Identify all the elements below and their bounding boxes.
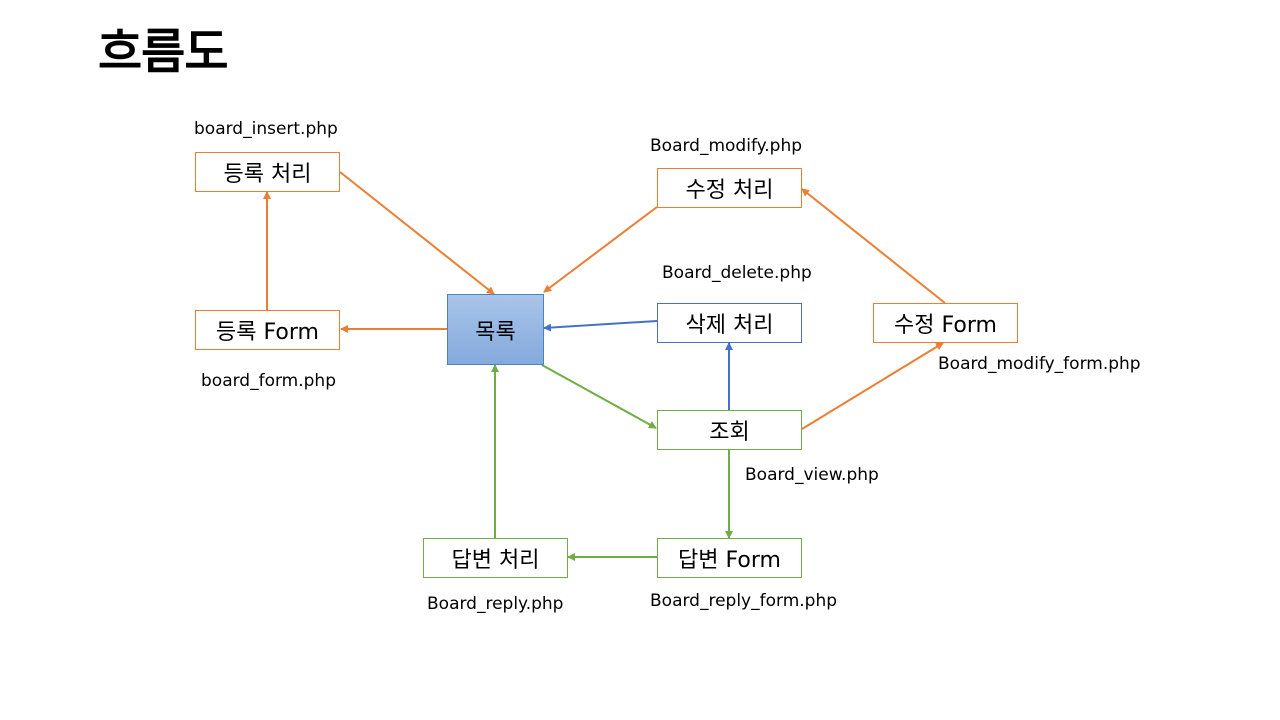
file-label-reply: Board_reply.php	[427, 594, 564, 614]
file-label-reply-form: Board_reply_form.php	[650, 591, 838, 611]
node-reply-form: 답변 Form	[657, 538, 802, 578]
node-modify-form: 수정 Form	[873, 303, 1018, 343]
arrow-view-to-modifyform	[801, 342, 944, 430]
node-delete: 삭제 처리	[657, 303, 802, 343]
file-label-modify: Board_modify.php	[650, 136, 803, 156]
file-label-delete: Board_delete.php	[662, 263, 812, 283]
node-insert: 등록 처리	[195, 152, 340, 192]
arrow-modifyform-to-modify	[801, 188, 946, 304]
node-list: 목록	[447, 294, 544, 365]
node-reply: 답변 처리	[423, 538, 568, 578]
page-title: 흐름도	[98, 24, 228, 80]
file-label-form: board_form.php	[201, 371, 336, 391]
node-form: 등록 Form	[195, 310, 340, 350]
file-label-insert: board_insert.php	[194, 119, 338, 139]
arrow-modify-to-list	[543, 206, 658, 293]
arrow-insert-to-list	[339, 171, 495, 295]
file-label-view: Board_view.php	[745, 465, 879, 485]
arrow-delete-to-list	[543, 320, 658, 332]
file-label-modify-form: Board_modify_form.php	[938, 354, 1141, 374]
node-view: 조회	[657, 410, 802, 450]
arrow-list-to-view	[541, 364, 657, 429]
node-modify: 수정 처리	[657, 168, 802, 208]
